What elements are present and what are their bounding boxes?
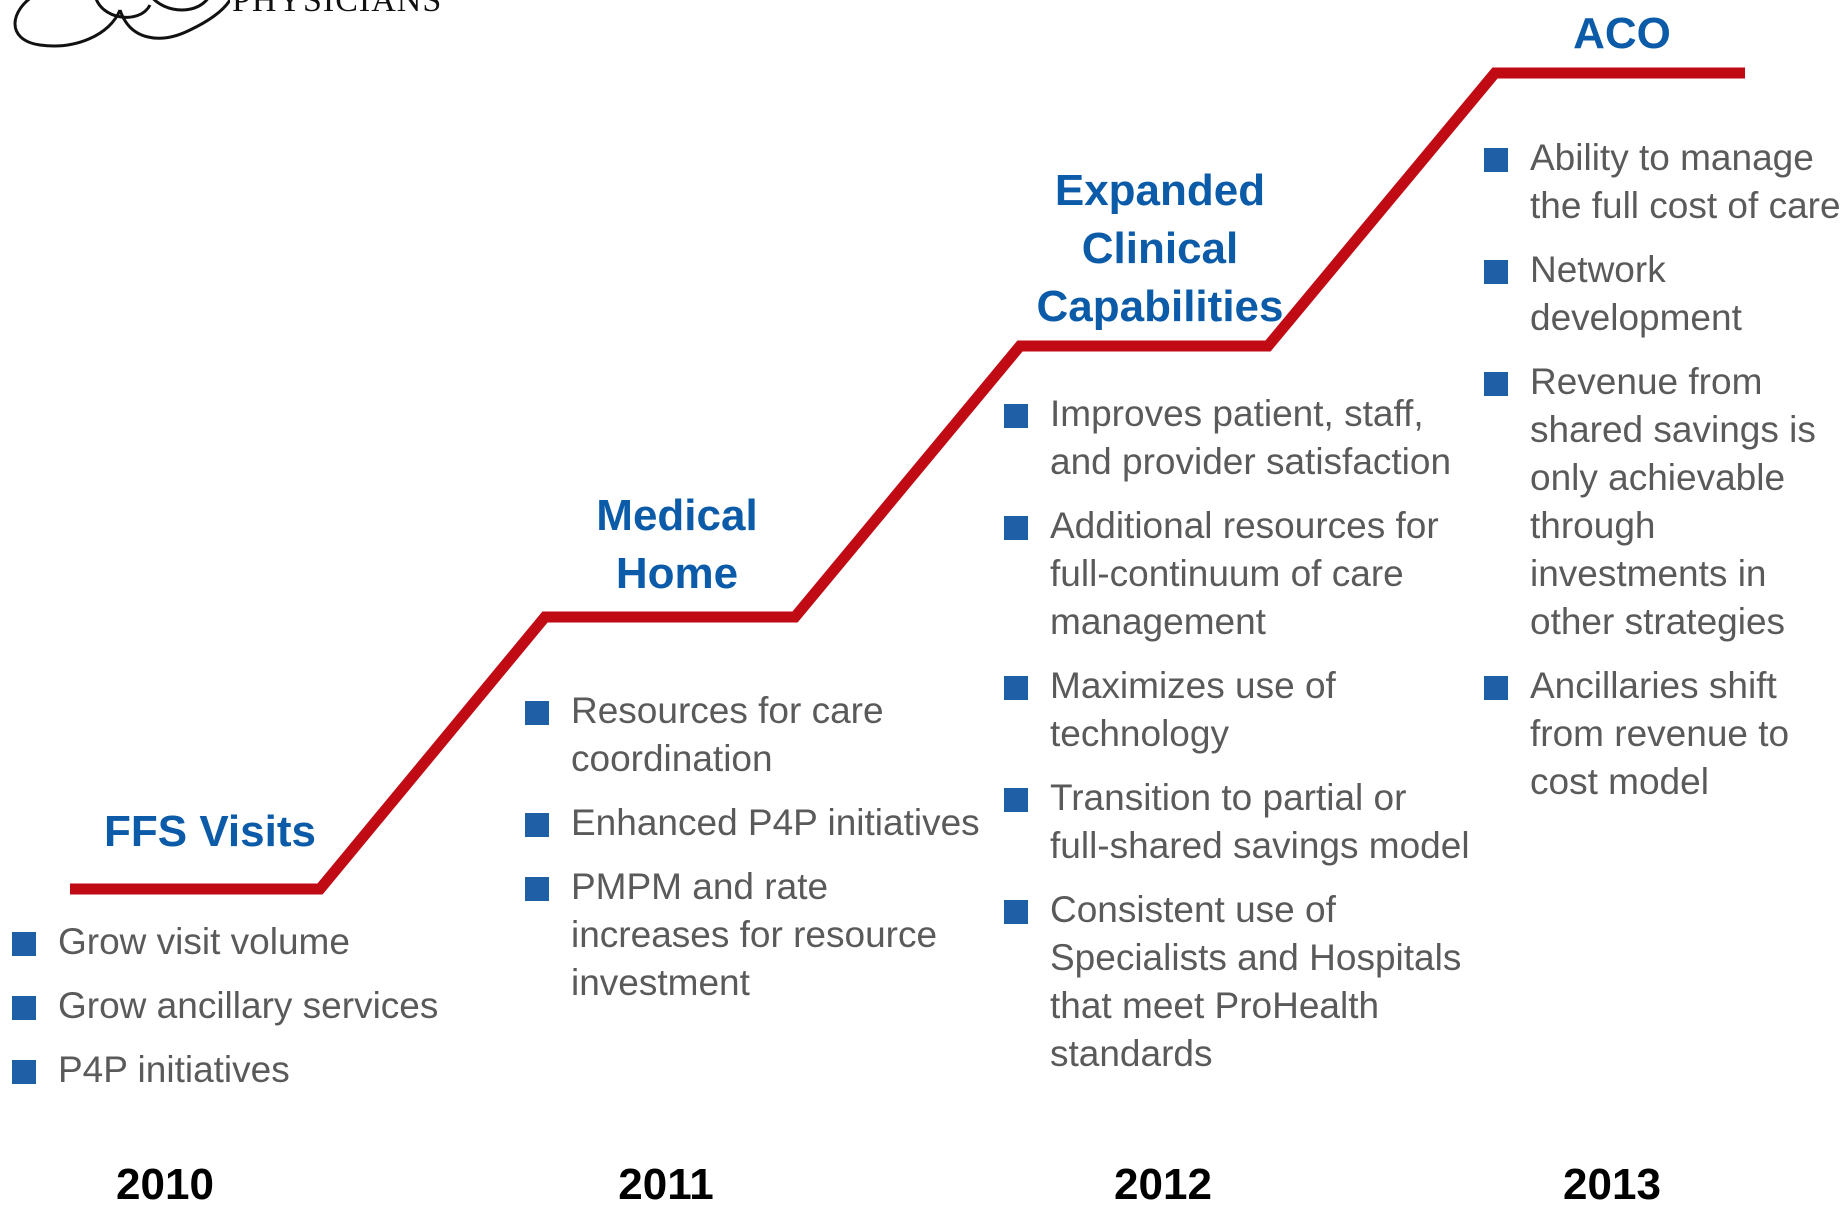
stage-title-ffs-visits: FFS Visits xyxy=(104,807,316,856)
bullet-square-icon xyxy=(525,877,549,901)
stethoscope-logo-icon xyxy=(13,0,232,48)
year-label-2011: 2011 xyxy=(618,1160,714,1209)
list-item: PMPM and rate increases for resource inv… xyxy=(523,863,983,1007)
list-item: Enhanced P4P initiatives xyxy=(523,799,983,847)
list-item: Consistent use of Specialists and Hospit… xyxy=(1002,886,1472,1078)
bullet-square-icon xyxy=(1484,260,1508,284)
stage-bullets-2013: Ability to manage the full cost of care … xyxy=(1482,134,1843,822)
bullet-square-icon xyxy=(1004,516,1028,540)
list-item: Grow ancillary services xyxy=(10,982,490,1030)
bullet-square-icon xyxy=(525,701,549,725)
stage-bullets-2011: Resources for care coordination Enhanced… xyxy=(523,687,983,1023)
list-item: Ancillaries shift from revenue to cost m… xyxy=(1482,662,1843,806)
bullet-square-icon xyxy=(525,813,549,837)
list-item: Revenue from shared savings is only achi… xyxy=(1482,358,1843,646)
bullet-square-icon xyxy=(1484,148,1508,172)
list-item: Additional resources for full-continuum … xyxy=(1002,502,1472,646)
list-item: Network development xyxy=(1482,246,1843,342)
list-item: Transition to partial or full-shared sav… xyxy=(1002,774,1472,870)
bullet-square-icon xyxy=(1004,788,1028,812)
year-label-2012: 2012 xyxy=(1114,1160,1212,1209)
year-label-2013: 2013 xyxy=(1563,1160,1661,1209)
bullet-square-icon xyxy=(12,1060,36,1084)
stage-bullets-2012: Improves patient, staff, and provider sa… xyxy=(1002,390,1472,1094)
stage-bullets-2010: Grow visit volume Grow ancillary service… xyxy=(10,918,490,1110)
bullet-square-icon xyxy=(1004,676,1028,700)
stage-title-medical-home: Medical Home xyxy=(596,491,758,598)
logo: PHYSICIANS xyxy=(0,0,460,60)
bullet-square-icon xyxy=(1484,372,1508,396)
bullet-square-icon xyxy=(12,932,36,956)
year-label-2010: 2010 xyxy=(116,1160,214,1209)
logo-text: PHYSICIANS xyxy=(232,0,443,19)
list-item: Grow visit volume xyxy=(10,918,490,966)
bullet-square-icon xyxy=(1004,404,1028,428)
stage-title-expanded-clinical-capabilities: Expanded Clinical Capabilities xyxy=(1036,166,1284,331)
list-item: P4P initiatives xyxy=(10,1046,490,1094)
bullet-square-icon xyxy=(1484,676,1508,700)
list-item: Ability to manage the full cost of care xyxy=(1482,134,1843,230)
bullet-square-icon xyxy=(1004,900,1028,924)
bullet-square-icon xyxy=(12,996,36,1020)
stage-title-aco: ACO xyxy=(1573,9,1671,58)
list-item: Resources for care coordination xyxy=(523,687,983,783)
list-item: Maximizes use of technology xyxy=(1002,662,1472,758)
staircase-line xyxy=(70,67,1745,895)
list-item: Improves patient, staff, and provider sa… xyxy=(1002,390,1472,486)
